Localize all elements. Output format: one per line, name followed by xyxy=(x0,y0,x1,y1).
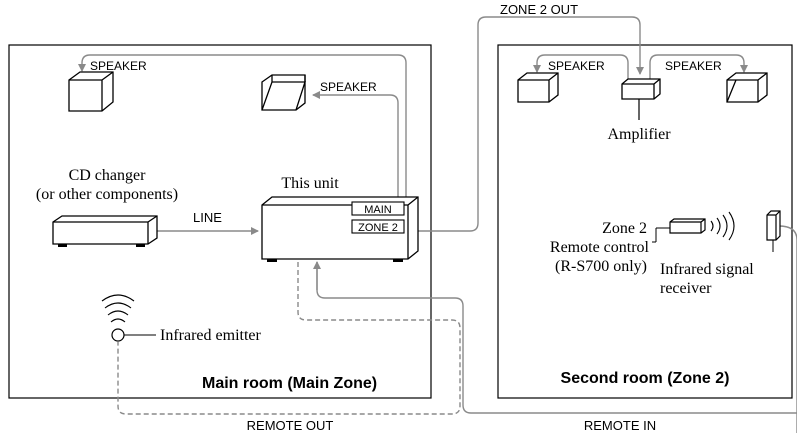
amplifier-icon xyxy=(621,78,661,120)
ir-waves-remote-icon xyxy=(710,211,735,241)
speaker-main-left-icon xyxy=(68,71,114,112)
remote-out-label: REMOTE OUT xyxy=(247,418,334,433)
speaker-zone2-right-label: SPEAKER xyxy=(665,59,722,73)
infrared-emitter-label: Infrared emitter xyxy=(160,327,262,344)
speaker-zone2-right-icon xyxy=(726,72,768,103)
infrared-receiver-icon xyxy=(766,210,781,252)
receiver-label-2: receiver xyxy=(660,280,712,297)
main-left-speaker-cable xyxy=(78,54,407,200)
second-room-box xyxy=(497,44,793,399)
zone2-left-speaker-cable xyxy=(533,54,629,80)
speaker-main-right-label: SPEAKER xyxy=(320,80,377,94)
zone2-jack-label: ZONE 2 xyxy=(358,222,398,234)
remote-in-cable xyxy=(316,262,797,414)
main-room-box xyxy=(8,44,432,399)
main-jack xyxy=(351,201,405,216)
main-jack-label: MAIN xyxy=(364,204,392,216)
speaker-main-right-icon xyxy=(261,74,306,111)
remote-out-cable xyxy=(117,262,461,415)
zone2-remote-icon xyxy=(652,218,706,243)
receiver-label-1: Infrared signal xyxy=(660,261,754,278)
main-right-speaker-cable xyxy=(312,91,399,200)
speaker-main-left-label: SPEAKER xyxy=(90,59,147,73)
this-unit-icon xyxy=(261,196,419,262)
second-room-label: Second room (Zone 2) xyxy=(561,370,730,387)
remote-control-label-2: Remote control xyxy=(550,239,650,256)
zone2-right-speaker-cable xyxy=(649,54,748,80)
cd-changer-sub-label: (or other components) xyxy=(36,186,178,203)
remote-in-label: REMOTE IN xyxy=(584,418,656,433)
line-label: LINE xyxy=(193,210,222,225)
zone2-out-cable xyxy=(406,16,644,232)
speaker-zone2-left-label: SPEAKER xyxy=(548,59,605,73)
remote-control-label-3: (R-S700 only) xyxy=(555,258,647,275)
this-unit-label: This unit xyxy=(281,175,339,192)
zone2-jack xyxy=(351,219,405,234)
receiver-cable xyxy=(778,225,797,433)
zone2-out-label: ZONE 2 OUT xyxy=(500,2,578,17)
speaker-zone2-left-icon xyxy=(517,72,559,103)
cd-changer-icon xyxy=(52,215,158,247)
infrared-emitter-icon xyxy=(101,294,156,342)
remote-control-label-1: Zone 2 xyxy=(602,220,647,237)
main-room-label: Main room (Main Zone) xyxy=(202,375,377,392)
cd-changer-label: CD changer xyxy=(69,167,147,184)
amplifier-label: Amplifier xyxy=(607,126,671,143)
